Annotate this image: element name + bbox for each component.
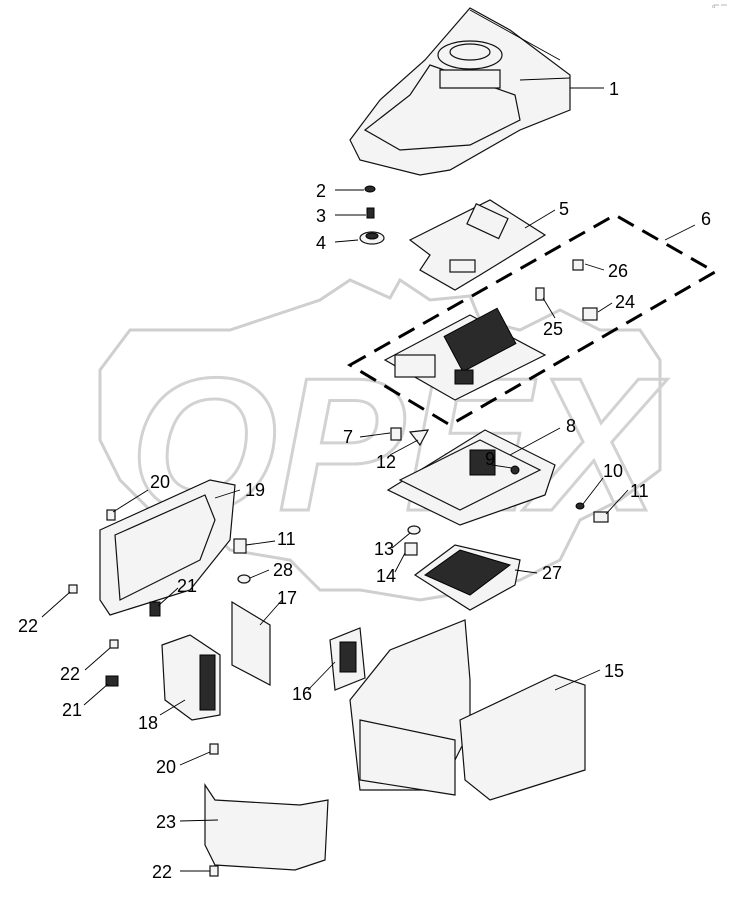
part-18-ecu	[161, 634, 221, 721]
part-1-top-cover	[349, 7, 571, 176]
part-6-board-group	[347, 213, 719, 427]
part-23-cover	[204, 783, 329, 871]
callout-20: 20	[150, 472, 170, 492]
part-17-plate	[231, 600, 271, 686]
callout-22-b: 22	[60, 664, 80, 684]
part-16-bracket	[329, 627, 366, 691]
callout-6: 6	[701, 209, 711, 229]
callout-27: 27	[542, 563, 562, 583]
callout-17: 17	[277, 588, 297, 608]
part-20-screw	[106, 509, 116, 521]
part-13-washer	[407, 525, 421, 535]
part-9-clip	[510, 465, 520, 475]
callout-23: 23	[156, 812, 176, 832]
callout-5: 5	[559, 199, 569, 219]
callout-21-b: 21	[62, 700, 82, 720]
callout-22-c: 22	[152, 862, 172, 882]
leader-lines	[41, 87, 696, 872]
part-22-screw-c	[209, 865, 219, 877]
part-22-screw	[68, 584, 78, 594]
part-14-connector	[404, 542, 418, 556]
callout-13: 13	[374, 539, 394, 559]
callout-4: 4	[316, 233, 326, 253]
part-22-screw-b	[109, 639, 119, 649]
callout-labels: 1 2 3 4 5 6 7 8 9 10 11 11 12 13 14 15 1…	[18, 79, 711, 882]
callout-11-b: 11	[277, 529, 296, 549]
callout-3: 3	[316, 206, 326, 226]
part-28-washer	[237, 574, 251, 584]
callout-22: 22	[18, 616, 38, 636]
part-27-module	[413, 544, 521, 611]
part-11-bolt	[593, 511, 609, 523]
part-11-bolt-b	[233, 538, 247, 554]
callout-2: 2	[316, 181, 326, 201]
part-21-clip-b	[105, 675, 119, 687]
part-26-fuse	[572, 259, 584, 271]
part-12-wingnut	[408, 429, 430, 447]
callout-14: 14	[376, 566, 396, 586]
callout-7: 7	[343, 427, 353, 447]
callout-16: 16	[292, 684, 312, 704]
part-7-standoff	[390, 427, 402, 441]
callout-26: 26	[608, 261, 628, 281]
callout-9: 9	[485, 449, 495, 469]
part-21-clip	[149, 601, 161, 617]
part-15-frame	[349, 619, 586, 801]
callout-25: 25	[543, 319, 563, 339]
callout-15: 15	[604, 661, 624, 681]
callout-12: 12	[376, 452, 396, 472]
part-2-nut	[364, 185, 376, 193]
part-10-nut	[575, 502, 585, 510]
part-19-panel	[99, 479, 236, 616]
callout-18: 18	[138, 713, 158, 733]
part-3-bolt	[366, 207, 375, 219]
callout-19: 19	[245, 480, 265, 500]
callout-28: 28	[273, 560, 293, 580]
corner-mark: d⁰⁰ ⁰⁰⁰	[712, 4, 727, 10]
callout-11: 11	[630, 481, 649, 501]
callout-24: 24	[615, 292, 635, 312]
callout-21: 21	[177, 576, 197, 596]
part-25-fuse	[535, 287, 545, 301]
part-24-relay	[582, 307, 598, 321]
callout-20-b: 20	[156, 757, 176, 777]
callout-8: 8	[566, 416, 576, 436]
callout-10: 10	[603, 461, 623, 481]
part-5-plate	[408, 199, 547, 291]
part-4-grommet	[359, 231, 385, 245]
part-20-screw-b	[209, 743, 219, 755]
callout-1: 1	[609, 79, 619, 99]
